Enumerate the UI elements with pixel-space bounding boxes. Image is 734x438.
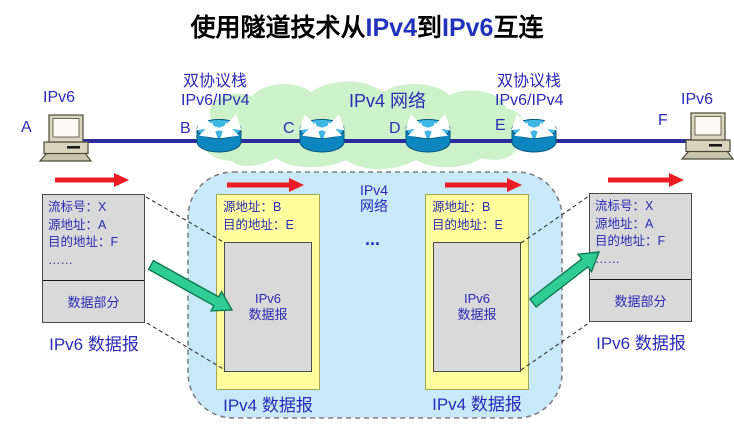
ipv4-packet-left-header: 源地址：B 目的地址：E: [217, 195, 319, 234]
tunnel-network-label: IPv4 网络: [347, 182, 401, 214]
source-address-field: 源地址：A: [595, 216, 654, 231]
router-e-icon: [512, 120, 556, 153]
source-address-field: 源地址：B: [432, 200, 491, 214]
data-part-field: 数据部分: [43, 280, 144, 322]
router-c-label: C: [283, 120, 295, 137]
ipv6-packet-left-caption: IPv6 数据报: [49, 335, 139, 354]
dual-stack-right-label: 双协议栈: [497, 73, 562, 90]
ipv4-packet-left-caption: IPv4 数据报: [223, 396, 313, 415]
destination-address-field: 目的地址：E: [432, 217, 503, 232]
cloud-label: IPv4 网络: [349, 91, 427, 111]
title-segment: 互连: [493, 14, 544, 42]
dual-stack-left-label: 双协议栈: [183, 73, 248, 90]
router-e-label: E: [495, 117, 506, 134]
payload-label-line1: IPv6: [463, 291, 490, 306]
more-fields-ellipsis: ……: [48, 252, 73, 267]
ipv4-packet-right: 源地址：B 目的地址：E IPv6 数据报: [425, 194, 529, 390]
ipv6-packet-right-header: 流标号：X 源地址：A 目的地址：F ……: [590, 194, 691, 279]
host-f-protocol-label: IPv6: [681, 91, 714, 108]
host-a-label: A: [21, 119, 32, 136]
title-segment: 使用隧道技术从: [190, 14, 366, 42]
flow-label-field: 流标号：X: [48, 200, 107, 214]
ipv6-packet-right: 流标号：X 源地址：A 目的地址：F …… 数据部分: [589, 193, 692, 322]
host-a-icon: [39, 114, 92, 162]
destination-address-field: 目的地址：E: [223, 217, 294, 232]
destination-address-field: 目的地址：F: [48, 235, 119, 249]
data-part-field: 数据部分: [590, 279, 691, 321]
ipv4-packet-right-caption: IPv4 数据报: [432, 395, 522, 414]
ipv6-packet-left-header: 流标号：X 源地址：A 目的地址：F ……: [43, 195, 144, 280]
router-d-icon: [406, 120, 450, 153]
tunnel-network-label-line1: IPv4: [359, 182, 388, 198]
router-d-label: D: [389, 120, 401, 137]
router-b-icon: [197, 120, 241, 153]
router-b-label: B: [180, 120, 191, 137]
dual-stack-right-protocols: IPv6/IPv4: [495, 92, 564, 109]
title-ipv6: IPv6: [442, 14, 494, 42]
backbone-link: [68, 139, 696, 143]
host-f-label: F: [658, 112, 668, 129]
router-c-icon: [300, 120, 344, 153]
payload-label-line2: 数据报: [248, 307, 288, 322]
ipv6-packet-left: 流标号：X 源地址：A 目的地址：F …… 数据部分: [42, 194, 145, 323]
payload-label-line1: IPv6: [254, 291, 281, 306]
source-address-field: 源地址：A: [48, 217, 107, 232]
ipv6-packet-right-caption: IPv6 数据报: [596, 334, 686, 353]
host-f-icon: [681, 112, 734, 160]
page-title: 使用隧道技术从IPv4到IPv6互连: [0, 8, 734, 44]
host-a-protocol-label: IPv6: [43, 89, 76, 106]
ipv4-packet-left: 源地址：B 目的地址：E IPv6 数据报: [216, 194, 320, 390]
destination-address-field: 目的地址：F: [595, 234, 666, 248]
more-fields-ellipsis: ……: [595, 251, 620, 266]
encapsulated-ipv6-payload: IPv6 数据报: [224, 242, 312, 372]
title-ipv4: IPv4: [365, 14, 417, 42]
title-segment: 到: [416, 14, 442, 42]
encapsulated-ipv6-payload: IPv6 数据报: [433, 242, 521, 372]
dual-stack-left-protocols: IPv6/IPv4: [181, 92, 250, 109]
tunnel-ellipsis: ...: [365, 229, 381, 249]
payload-label-line2: 数据报: [457, 307, 497, 322]
tunnel-network-label-line2: 网络: [360, 198, 388, 214]
ipv4-packet-right-header: 源地址：B 目的地址：E: [426, 195, 528, 234]
source-address-field: 源地址：B: [223, 200, 282, 214]
flow-label-field: 流标号：X: [595, 199, 654, 213]
